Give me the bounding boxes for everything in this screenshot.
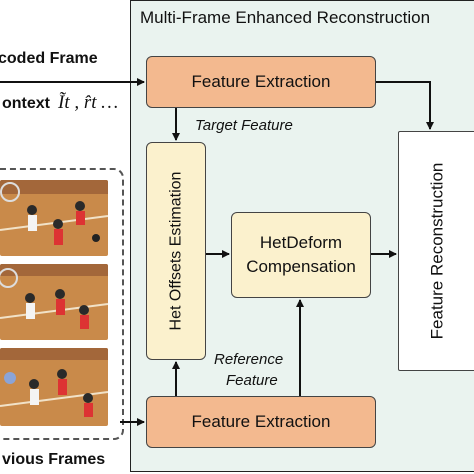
feature-extraction-bottom-label: Feature Extraction xyxy=(191,412,331,431)
context-label: ontext xyxy=(2,95,50,112)
hetdeform-label-line2: Compensation xyxy=(246,257,356,276)
feature-reconstruction-block: Feature Reconstruction xyxy=(398,131,474,371)
hetdeform-compensation-block: HetDeform Compensation xyxy=(231,212,371,298)
feature-extraction-bottom-block: Feature Extraction xyxy=(146,396,376,448)
previous-frame-thumbnail-3 xyxy=(0,348,108,426)
hetdeform-label-line1: HetDeform xyxy=(259,233,343,252)
panel-title: Multi-Frame Enhanced Reconstruction xyxy=(140,8,431,27)
previous-frames-label: vious Frames xyxy=(2,451,106,468)
target-feature-label: Target Feature xyxy=(195,117,293,134)
het-offsets-estimation-label: Het Offsets Estimation xyxy=(167,171,184,331)
reference-feature-label-line1: Reference xyxy=(214,351,284,368)
feature-extraction-top-block: Feature Extraction xyxy=(146,56,376,108)
het-offsets-estimation-block: Het Offsets Estimation xyxy=(146,142,206,360)
reference-feature-label-line2: Feature xyxy=(226,372,278,389)
context-symbols: Ĩt , r̂t … xyxy=(58,92,119,113)
previous-frames-group xyxy=(0,168,124,440)
feature-extraction-top-label: Feature Extraction xyxy=(191,72,331,91)
previous-frame-thumbnail-1 xyxy=(0,180,108,256)
previous-frame-thumbnail-2 xyxy=(0,264,108,340)
feature-reconstruction-label: Feature Reconstruction xyxy=(427,162,447,340)
coded-frame-label: coded Frame xyxy=(0,50,98,67)
